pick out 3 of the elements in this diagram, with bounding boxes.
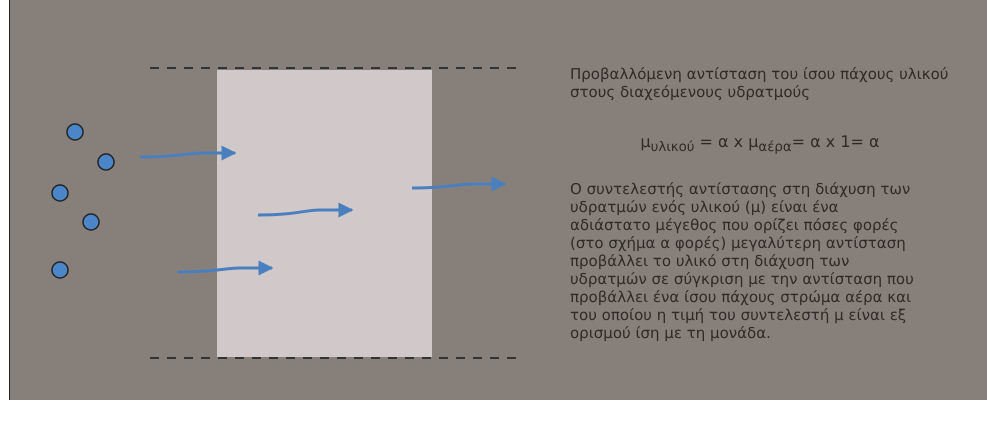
heading-text: Προβαλλόμενη αντίσταση του ίσου πάχους υλικού στους διαχεόμενους υδρατμούς <box>570 65 950 101</box>
description-text: Ο συντελεστής αντίστασης στη διάχυση των υδρατμών ενός υλικού (μ) είναι ένα αδιάστατο μέγεθος που ορίζει πόσες φορές (στο σχήμα α φορές) μεγαλύτερη αντίσταση προβάλλει το υλικό στη διάχυση των υδρατμών σε σύγκριση με την αντίσταση που προβάλλει ένα ίσου πάχους στρώμα αέρα και του οποίου η τιμή του συντελεστή μ είναι εξ ορισμού ίση με τη μονάδα. <box>570 180 915 342</box>
formula: μ$_{υλικού}$ = α x μ$_{αέρα}$= α x 1= α <box>639 133 881 158</box>
